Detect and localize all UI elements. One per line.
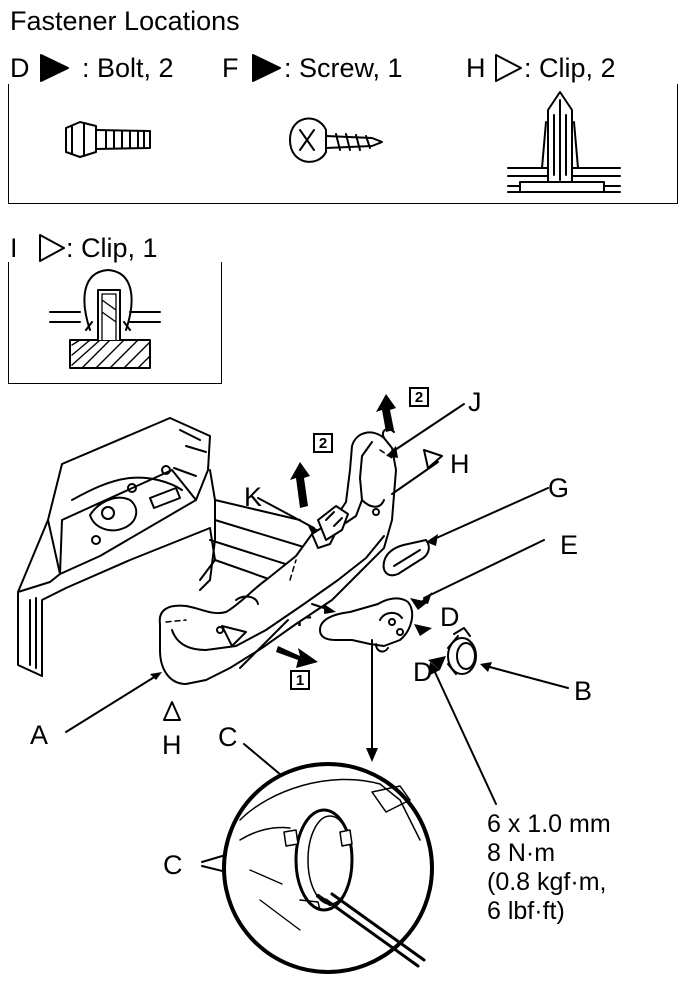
recline-handle-e	[319, 597, 414, 653]
callout-k: K	[244, 482, 263, 512]
cap-b	[447, 635, 477, 675]
outline-triangle-icon	[495, 54, 522, 82]
callout-d-lower: D	[413, 657, 433, 687]
torque-spec-kgfm: (0.8 kgf·m,	[487, 868, 607, 896]
filled-triangle-icon	[428, 656, 446, 670]
arrow-icon	[480, 662, 492, 672]
callout-b: B	[574, 676, 593, 706]
push-clip-h-icon	[507, 91, 621, 193]
bolt-icon	[65, 121, 151, 158]
callout-h-lower: H	[162, 730, 182, 760]
arrow-icon	[426, 534, 438, 546]
removal-arrows	[276, 394, 396, 668]
torque-spec-lbfft: 6 lbf·ft)	[487, 897, 565, 925]
step-2-badge-right: 2	[409, 387, 429, 407]
step-2-badge-left: 2	[313, 433, 333, 453]
callout-c-upper: C	[218, 722, 238, 752]
callout-c-lower: C	[163, 850, 183, 880]
callout-d-upper: D	[440, 602, 460, 632]
legend-item-i-desc: : Clip, 1	[66, 233, 158, 263]
detail-magnifier	[222, 762, 434, 974]
callout-g: G	[548, 473, 570, 503]
callout-a: A	[30, 720, 49, 750]
arrow-icon	[366, 748, 378, 762]
callout-e: E	[560, 530, 579, 560]
callout-j: J	[468, 387, 482, 417]
legend-item-d-desc: : Bolt, 2	[82, 53, 174, 83]
outline-triangle-icon	[163, 701, 181, 721]
arrow-icon	[428, 662, 440, 676]
legend-item-h-letter: H	[466, 53, 486, 83]
screw-icon	[289, 117, 383, 163]
torque-spec-nm: 8 N·m	[487, 839, 556, 867]
arrow-up-icon	[376, 394, 396, 432]
legend-item-h-desc: : Clip, 2	[524, 53, 616, 83]
legend-item-i-letter: I	[10, 233, 18, 263]
step-1-badge: 1	[290, 670, 310, 690]
torque-spec-size: 6 x 1.0 mm	[487, 810, 611, 838]
arrow-up-icon	[290, 462, 310, 508]
arrow-icon	[386, 446, 398, 458]
outline-triangle-icon	[423, 449, 443, 469]
callout-h-upper: H	[450, 449, 470, 479]
outline-triangle-icon	[221, 625, 247, 647]
leader-lines	[65, 403, 569, 893]
spring-clip-i-icon	[49, 269, 161, 369]
filled-triangle-icon	[252, 54, 281, 82]
arrow-icon	[150, 672, 162, 680]
fastener-box-top	[8, 84, 678, 204]
fastener-box-clip-i	[8, 262, 222, 384]
legend-title: Fastener Locations	[10, 6, 240, 36]
legend-item-f-desc: : Screw, 1	[284, 53, 403, 83]
filled-triangle-icon	[410, 598, 428, 610]
filled-triangle-icon	[414, 624, 432, 636]
legend-item-f-letter: F	[222, 53, 239, 83]
arrow-icon	[324, 604, 336, 614]
filled-triangle-icon	[40, 54, 69, 82]
arrow-right-icon	[276, 646, 318, 668]
arrow-icon	[308, 526, 320, 534]
legend-item-d-letter: D	[10, 53, 30, 83]
outline-triangle-icon	[39, 234, 65, 262]
side-trim-cover	[158, 428, 397, 685]
